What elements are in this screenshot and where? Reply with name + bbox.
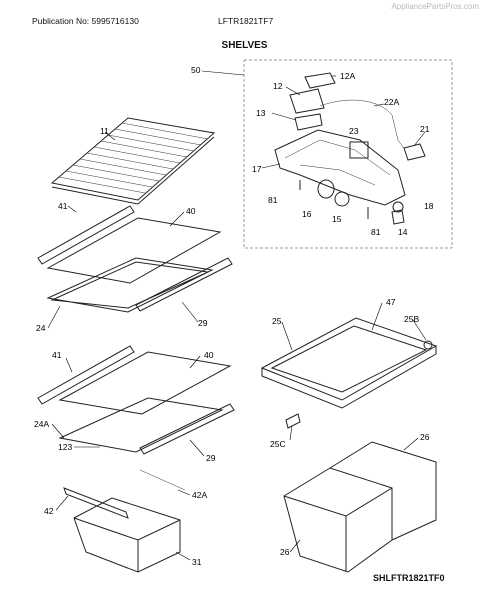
callout-50: 50: [191, 65, 201, 75]
drawer-26-left: [283, 467, 393, 573]
trim-41-upper: [37, 205, 135, 265]
callout-25: 25: [272, 316, 282, 326]
diagram-code: SHLFTR1821TF0: [373, 573, 445, 583]
callout-12: 12: [273, 81, 283, 91]
callout-labels: 50 12 12A 13 22A 23 21 17 81 16 15 81 18…: [34, 65, 434, 567]
callout-123: 123: [58, 442, 72, 452]
wire-shelf-front-rail: [51, 136, 215, 205]
cover-frame-25: [260, 317, 438, 401]
model-number: LFTR1821TF7: [218, 16, 274, 26]
drawer-31: [73, 497, 181, 573]
trim-29-lower: [139, 403, 235, 455]
glass-40-lower: [58, 351, 232, 415]
part-16: [317, 179, 335, 199]
rail-42a: [139, 469, 186, 491]
crisper-drawers-26: [283, 441, 437, 573]
glass-40-upper: [46, 217, 222, 284]
drawer-31-edges: [73, 517, 181, 572]
part-25c: [285, 413, 301, 429]
callout-25b: 25B: [404, 314, 419, 324]
callout-23: 23: [349, 126, 359, 136]
callout-47: 47: [386, 297, 396, 307]
frame-24-upper: [46, 257, 214, 313]
drawer-26-right: [329, 441, 437, 541]
upper-glass-shelf-set: [37, 205, 233, 313]
callout-12a: 12A: [340, 71, 355, 81]
callout-24a: 24A: [34, 419, 49, 429]
callout-16: 16: [302, 209, 312, 219]
lower-glass-shelf-set: [37, 345, 235, 491]
callout-17: 17: [252, 164, 262, 174]
part-21: [403, 143, 426, 161]
glass-47: [270, 325, 428, 393]
part-17-housing: [274, 129, 406, 206]
part-22a-wire: [319, 99, 406, 151]
callout-81a: 81: [268, 195, 278, 205]
assembly-boundary: [243, 59, 453, 249]
wire-shelf-11: [50, 117, 216, 205]
part-25b: [423, 340, 433, 350]
callout-11: 11: [100, 126, 109, 136]
part-15: [334, 191, 350, 207]
part-14: [391, 209, 405, 225]
callout-42: 42: [44, 506, 54, 516]
callout-40-upper: 40: [186, 206, 196, 216]
part-12a: [304, 72, 336, 89]
part-13: [294, 113, 323, 131]
wire-shelf-rods: [58, 122, 209, 194]
frame-24a-lower: [58, 397, 224, 453]
publication-number: Publication No: 5995716130: [32, 16, 139, 26]
part-12: [289, 88, 325, 114]
callout-41-upper: 41: [58, 201, 68, 211]
callout-40-lower: 40: [204, 350, 214, 360]
callout-29-upper: 29: [198, 318, 208, 328]
callout-41-lower: 41: [52, 350, 62, 360]
trim-29-upper: [135, 257, 233, 312]
callout-31: 31: [192, 557, 202, 567]
callout-18: 18: [424, 201, 434, 211]
callout-81b: 81: [371, 227, 381, 237]
crisper-cover-assembly: [260, 317, 438, 429]
callout-21: 21: [420, 124, 430, 134]
assembly-50-group: [243, 59, 453, 249]
callout-24: 24: [36, 323, 46, 333]
callout-22a: 22A: [384, 97, 399, 107]
watermark: AppliancePartsPros.com: [391, 2, 479, 11]
housing-detail: [299, 164, 376, 186]
drawer-26-left-rim: [283, 487, 393, 517]
part-23: [349, 141, 369, 159]
callout-25c: 25C: [270, 439, 286, 449]
callout-13: 13: [256, 108, 266, 118]
leader-lines: [47, 70, 427, 561]
callout-29-lower: 29: [206, 453, 216, 463]
callout-26-right: 26: [420, 432, 430, 442]
callout-42a: 42A: [192, 490, 207, 500]
part-18: [392, 201, 404, 213]
housing-detail: [284, 139, 391, 176]
bracket-42: [63, 487, 129, 519]
page-title: SHELVES: [221, 40, 268, 51]
cover-frame-edge: [261, 346, 437, 409]
trim-41-lower: [37, 345, 135, 405]
callout-26-left: 26: [280, 547, 290, 557]
drawer-31-group: [63, 487, 181, 573]
callout-14: 14: [398, 227, 408, 237]
callout-15: 15: [332, 214, 342, 224]
wire-shelf-frame: [50, 117, 216, 201]
